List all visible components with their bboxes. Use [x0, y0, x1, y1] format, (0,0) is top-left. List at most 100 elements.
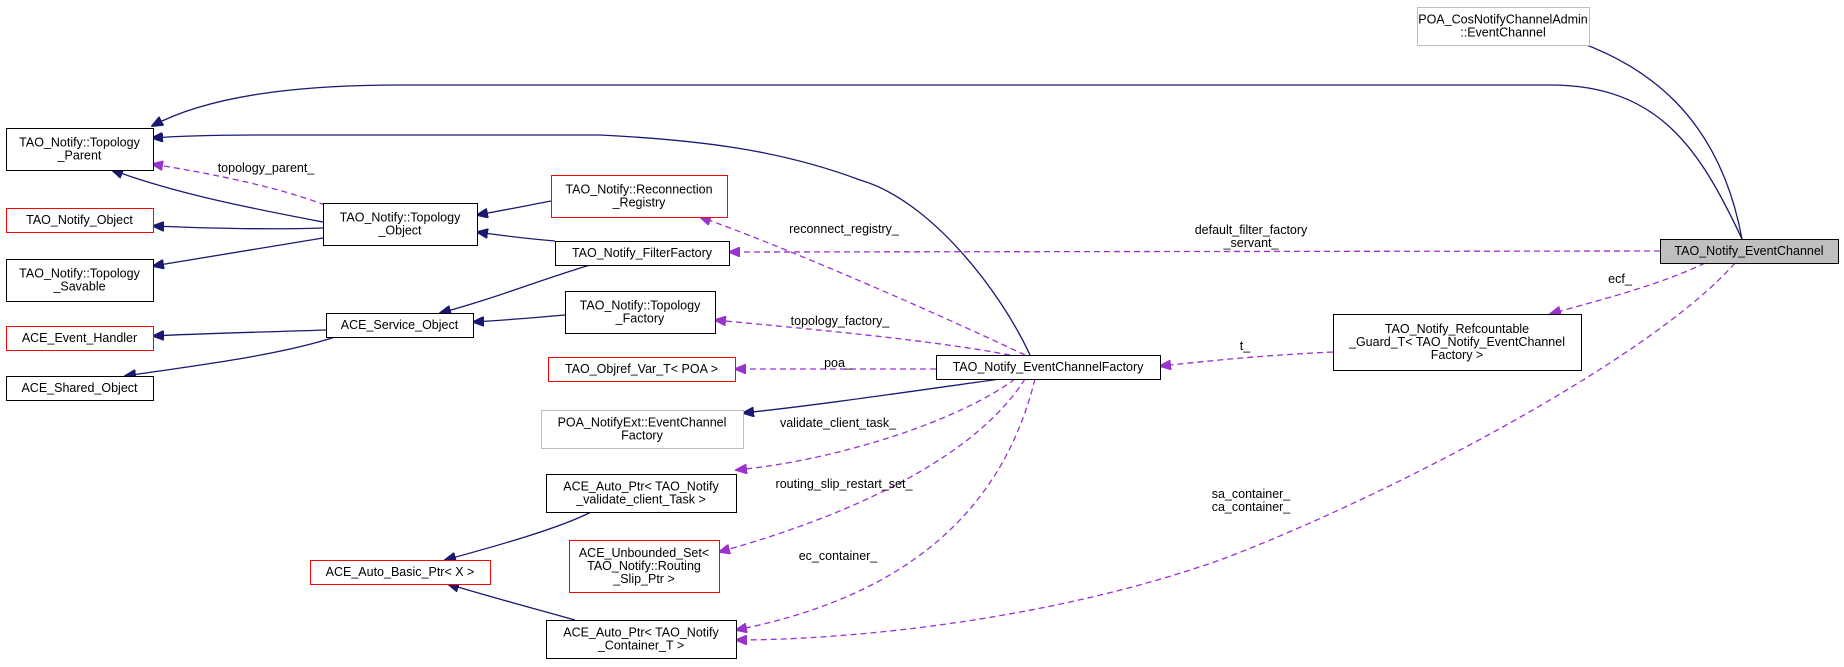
class-node-label: ACE_Event_Handler — [22, 331, 137, 345]
class-node-ace-service-object[interactable]: ACE_Service_Object — [326, 313, 474, 338]
inheritance-edge-so-to-shared-object — [125, 336, 336, 376]
class-node-box — [546, 474, 737, 513]
class-node-box — [565, 291, 716, 334]
class-node-label-line: _Parent — [57, 149, 102, 163]
class-node-poa-cnca-ec[interactable]: POA_CosNotifyChannelAdmin::EventChannel — [1417, 7, 1590, 46]
class-node-ace-shared-object[interactable]: ACE_Shared_Object — [6, 376, 154, 401]
usage-edge-ec-usage-guard — [1550, 262, 1706, 314]
inheritance-edge-to-to-notify-object — [153, 226, 324, 229]
usage-edge-to-usage-topology-parent — [152, 164, 326, 206]
class-node-box — [310, 560, 491, 585]
inheritance-edge-ecf-to-topology-parent — [152, 135, 1031, 356]
edge-label-line: ca_container_ — [1212, 500, 1292, 514]
class-node-label: TAO_Notify_Object — [26, 213, 133, 227]
inheritance-edge-to-to-topology-parent — [112, 170, 324, 223]
inheritance-edge-ec-to-poa-cnca — [1550, 33, 1743, 240]
class-node-tao-event-channel[interactable]: TAO_Notify_EventChannel — [1660, 239, 1839, 264]
class-node-box — [569, 540, 720, 593]
class-node-label-line: _Savable — [52, 280, 105, 294]
class-node-tao-topology-savable[interactable]: TAO_Notify::Topology_Savable — [6, 259, 154, 302]
class-node-tao-reconnection-registry[interactable]: TAO_Notify::Reconnection_Registry — [551, 175, 728, 218]
class-node-ace-event-handler[interactable]: ACE_Event_Handler — [6, 326, 154, 351]
class-node-label-line: Factory — [621, 429, 663, 443]
inheritance-edge-ecf-to-poa-notifyext — [743, 378, 1001, 413]
edge-label-guard-usage-ecf: t_ — [1240, 339, 1251, 353]
usage-edge-ecf-usage-reconnect — [700, 217, 1026, 356]
class-node-box — [6, 326, 154, 351]
edge-label-ec-usage-filter-factory: default_filter_factory_servant_ — [1195, 223, 1308, 250]
class-node-label: ACE_Shared_Object — [21, 381, 138, 395]
edge-label-line: t_ — [1240, 339, 1251, 353]
class-node-label: ACE_Auto_Ptr< TAO_Notify_validate_client… — [563, 480, 719, 507]
class-node-tao-topology-parent[interactable]: TAO_Notify::Topology_Parent — [6, 128, 154, 171]
edge-label-to-usage-topology-parent: topology_parent_ — [218, 161, 316, 175]
class-node-label-line: _Registry — [612, 196, 667, 210]
edge-label-ec-usage-container: sa_container_ca_container_ — [1212, 487, 1292, 514]
class-node-ace-auto-ptr-validate[interactable]: ACE_Auto_Ptr< TAO_Notify_validate_client… — [546, 474, 737, 513]
inheritance-edge-ff-to-service-object — [440, 264, 591, 313]
edge-label-line: _servant_ — [1223, 236, 1280, 250]
class-node-tao-filter-factory[interactable]: TAO_Notify_FilterFactory — [555, 241, 730, 266]
class-node-label: ACE_Auto_Basic_Ptr< X > — [326, 565, 475, 579]
class-node-tao-ecf[interactable]: TAO_Notify_EventChannelFactory — [936, 355, 1161, 380]
edge-label-line: ec_container_ — [799, 549, 879, 563]
class-node-label-line: TAO_Notify::Topology — [19, 136, 140, 150]
class-node-label-line: ACE_Event_Handler — [22, 331, 137, 345]
class-node-label: ACE_Unbounded_Set<TAO_Notify::Routing_Sl… — [579, 546, 709, 586]
class-node-label-line: TAO_Notify::Topology — [340, 211, 461, 225]
class-node-tao-topology-factory[interactable]: TAO_Notify::Topology_Factory — [565, 291, 716, 334]
class-node-tao-topology-object[interactable]: TAO_Notify::Topology_Object — [323, 203, 478, 246]
class-node-label-line: TAO_Notify_Object — [26, 213, 133, 227]
inheritance-edge-rr-to-topology-object — [477, 200, 552, 215]
class-node-box — [551, 175, 728, 218]
class-node-label: TAO_Notify::Topology_Factory — [580, 299, 701, 326]
edge-label-line: poa_ — [824, 356, 853, 370]
class-node-box — [323, 203, 478, 246]
class-node-label: TAO_Notify::Topology_Parent — [19, 136, 140, 163]
class-node-box — [555, 241, 730, 266]
class-node-label-line: TAO_Notify_Refcountable — [1385, 322, 1529, 336]
usage-edge-ecf-usage-validate — [736, 378, 1016, 470]
edge-label-line: topology_factory_ — [791, 314, 891, 328]
class-node-label-line: TAO_Notify_EventChannelFactory — [953, 360, 1145, 374]
class-node-label-line: TAO_Notify::Topology — [580, 299, 701, 313]
class-node-label: TAO_Notify::Topology_Savable — [19, 267, 140, 294]
class-node-label: TAO_Objref_Var_T< POA > — [565, 362, 718, 376]
edge-label-line: topology_parent_ — [218, 161, 316, 175]
class-node-box — [548, 357, 736, 382]
class-node-box — [541, 410, 744, 449]
edge-label-line: default_filter_factory — [1195, 223, 1308, 237]
edge-label-ecf-usage-ec-container: ec_container_ — [799, 549, 879, 563]
class-node-box — [546, 620, 737, 659]
class-node-label-line: ACE_Service_Object — [341, 318, 459, 332]
class-node-label-line: _Container_T > — [597, 639, 684, 653]
class-node-box — [6, 208, 154, 233]
class-node-label-line: TAO_Notify_FilterFactory — [572, 246, 713, 260]
class-node-tao-objref-var[interactable]: TAO_Objref_Var_T< POA > — [548, 357, 736, 382]
class-node-tao-notify-object[interactable]: TAO_Notify_Object — [6, 208, 154, 233]
usage-edge-ecf-usage-ec-container — [736, 378, 1036, 630]
class-node-tao-refcountable-guard[interactable]: TAO_Notify_Refcountable_Guard_T< TAO_Not… — [1333, 314, 1582, 371]
class-node-label-line: ACE_Unbounded_Set< — [579, 546, 709, 560]
class-node-box — [6, 259, 154, 302]
class-node-ace-auto-ptr-container[interactable]: ACE_Auto_Ptr< TAO_Notify_Container_T > — [546, 620, 737, 659]
class-node-label: TAO_Notify_EventChannelFactory — [953, 360, 1145, 374]
class-node-label-line: Factory > — [1431, 348, 1483, 362]
class-node-label-line: TAO_Notify::Routing — [587, 559, 701, 573]
edge-label-ecf-usage-topology-factory: topology_factory_ — [791, 314, 891, 328]
class-node-label-line: POA_CosNotifyChannelAdmin — [1418, 13, 1588, 27]
class-node-ace-unbounded-set[interactable]: ACE_Unbounded_Set<TAO_Notify::Routing_Sl… — [569, 540, 720, 593]
class-node-label-line: ::EventChannel — [1460, 26, 1545, 40]
inheritance-edge-ff-to-topology-object — [477, 232, 556, 242]
inheritance-edge-ec-to-topology-parent — [152, 84, 1743, 240]
class-node-label-line: _Object — [377, 224, 422, 238]
class-node-label-line: TAO_Notify::Topology — [19, 267, 140, 281]
edge-label-ecf-usage-validate: validate_client_task_ — [780, 416, 897, 430]
edge-label-line: validate_client_task_ — [780, 416, 897, 430]
class-node-ace-auto-basic-ptr[interactable]: ACE_Auto_Basic_Ptr< X > — [310, 560, 491, 585]
edge-label-ecf-usage-poa: poa_ — [824, 356, 853, 370]
class-node-label-line: _Factory — [615, 312, 665, 326]
class-node-box — [1333, 314, 1582, 371]
